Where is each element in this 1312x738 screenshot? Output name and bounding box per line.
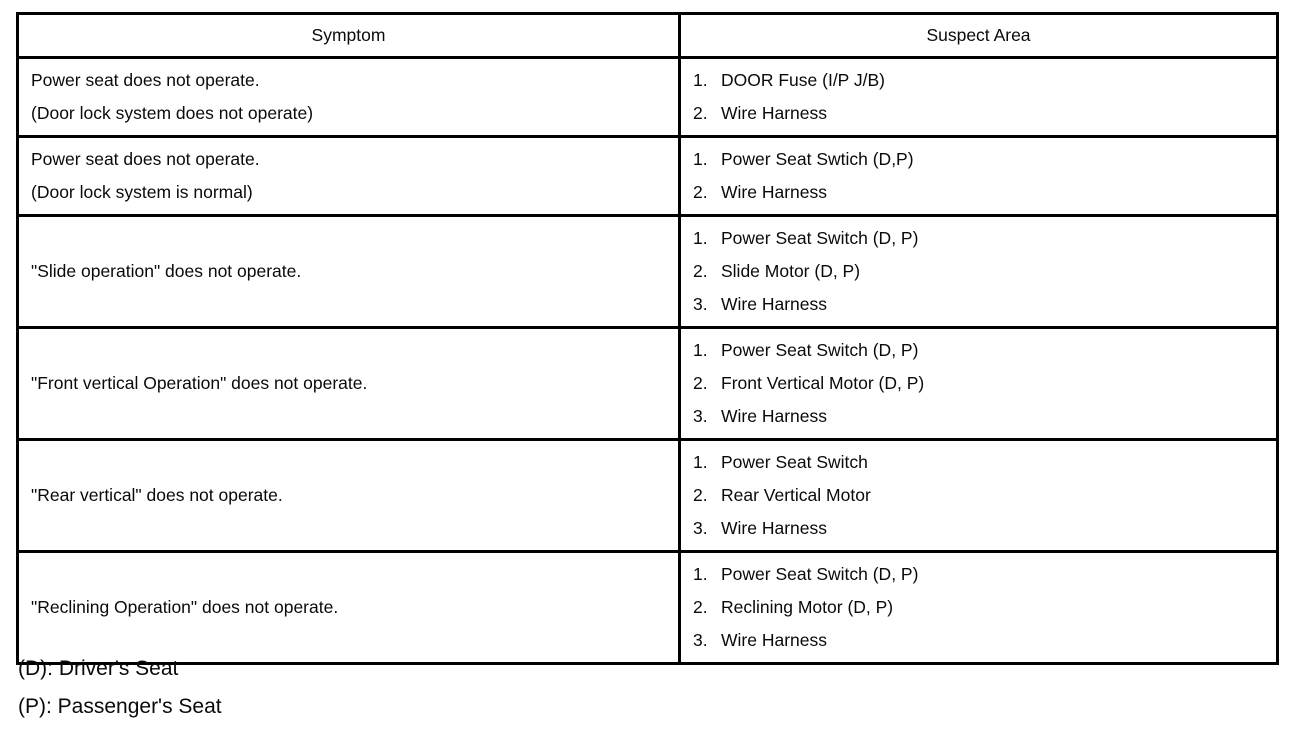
footnote-passenger-seat: (P): Passenger's Seat: [18, 695, 222, 718]
suspect-item-text: Wire Harness: [721, 182, 827, 202]
table-row: "Rear vertical" does not operate. 1. Power…: [16, 438, 1279, 553]
suspect-item-number: 2.: [693, 182, 708, 202]
suspect-item-text: Wire Harness: [721, 630, 827, 650]
suspect-item-number: 2.: [693, 373, 708, 393]
suspect-item-number: 2.: [693, 261, 708, 281]
footnotes: (D): Driver's Seat (P): Passenger's Seat: [18, 650, 222, 726]
suspect-area-item: 1. Power Seat Switch: [693, 446, 1266, 479]
suspect-area-item: 2. Reclining Motor (D, P): [693, 591, 1266, 624]
table-row: Power seat does not operate. (Door lock s…: [16, 56, 1279, 138]
suspect-area-item: 2. Wire Harness: [693, 97, 1266, 130]
suspect-item-text: Power Seat Switch (D, P): [721, 564, 919, 584]
symptom-line: "Front vertical Operation" does not oper…: [31, 373, 368, 393]
symptom-cell: "Slide operation" does not operate.: [16, 214, 681, 329]
symptom-line: "Slide operation" does not operate.: [31, 261, 302, 281]
symptom-line: Power seat does not operate.: [31, 70, 260, 90]
table-header: Symptom Suspect Area: [16, 12, 1279, 59]
suspect-area-cell: 1. Power Seat Switch (D, P) 2. Front Vertic…: [678, 326, 1279, 441]
suspect-item-number: 3.: [693, 294, 708, 314]
suspect-area-item: 3. Wire Harness: [693, 288, 1266, 321]
symptom-line: Power seat does not operate.: [31, 149, 260, 169]
suspect-item-text: Reclining Motor (D, P): [721, 597, 894, 617]
suspect-item-text: Wire Harness: [721, 103, 827, 123]
suspect-item-number: 2.: [693, 103, 708, 123]
suspect-area-item: 2. Front Vertical Motor (D, P): [693, 367, 1266, 400]
suspect-area-cell: 1. Power Seat Switch (D, P) 2. Reclining Mo…: [678, 550, 1279, 665]
suspect-item-text: Power Seat Switch (D, P): [721, 340, 919, 360]
symptom-line: (Door lock system does not operate): [31, 103, 314, 123]
suspect-item-number: 1.: [693, 149, 708, 169]
suspect-item-number: 2.: [693, 485, 708, 505]
suspect-area-item: 2. Slide Motor (D, P): [693, 255, 1266, 288]
troubleshooting-table: Symptom Suspect Area Power seat does not…: [16, 12, 1279, 665]
table-row: "Reclining Operation" does not operate. 1…: [16, 550, 1279, 665]
symptom-line: (Door lock system is normal): [31, 182, 253, 202]
suspect-item-text: Wire Harness: [721, 406, 827, 426]
header-row: Symptom Suspect Area: [16, 12, 1279, 59]
suspect-area-item: 1. Power Seat Switch (D, P): [693, 558, 1266, 591]
suspect-area-item: 1. Power Seat Switch (D, P): [693, 222, 1266, 255]
suspect-area-item: 3. Wire Harness: [693, 512, 1266, 545]
suspect-item-number: 2.: [693, 597, 708, 617]
suspect-item-text: Wire Harness: [721, 294, 827, 314]
table-row: "Front vertical Operation" does not oper…: [16, 326, 1279, 441]
suspect-item-number: 1.: [693, 228, 708, 248]
suspect-item-number: 3.: [693, 518, 708, 538]
suspect-area-item: 1. DOOR Fuse (I/P J/B): [693, 64, 1266, 97]
symptom-cell: "Rear vertical" does not operate.: [16, 438, 681, 553]
table-row: "Slide operation" does not operate. 1. Pow…: [16, 214, 1279, 329]
suspect-item-number: 1.: [693, 340, 708, 360]
symptom-cell: "Reclining Operation" does not operate.: [16, 550, 681, 665]
footnote-driver-seat: (D): Driver's Seat: [18, 657, 179, 680]
suspect-item-text: Power Seat Swtich (D,P): [721, 149, 914, 169]
suspect-item-text: Power Seat Switch (D, P): [721, 228, 919, 248]
symptom-line: "Rear vertical" does not operate.: [31, 485, 283, 505]
suspect-area-item: 2. Rear Vertical Motor: [693, 479, 1266, 512]
table-body: Power seat does not operate. (Door lock s…: [16, 56, 1279, 665]
suspect-area-item: 1. Power Seat Swtich (D,P): [693, 143, 1266, 176]
symptom-cell: Power seat does not operate. (Door lock s…: [16, 56, 681, 138]
table-row: Power seat does not operate. (Door lock s…: [16, 135, 1279, 217]
suspect-item-text: Wire Harness: [721, 518, 827, 538]
suspect-item-text: DOOR Fuse (I/P J/B): [721, 70, 886, 90]
suspect-area-header: Suspect Area: [678, 12, 1279, 59]
suspect-area-cell: 1. Power Seat Swtich (D,P) 2. Wire Harness: [678, 135, 1279, 217]
suspect-item-number: 3.: [693, 406, 708, 426]
suspect-area-item: 3. Wire Harness: [693, 624, 1266, 657]
suspect-area-cell: 1. DOOR Fuse (I/P J/B) 2. Wire Harness: [678, 56, 1279, 138]
suspect-area-item: 1. Power Seat Switch (D, P): [693, 334, 1266, 367]
suspect-item-number: 1.: [693, 70, 708, 90]
suspect-item-number: 1.: [693, 452, 708, 472]
suspect-item-number: 1.: [693, 564, 708, 584]
suspect-item-number: 3.: [693, 630, 708, 650]
symptom-line: "Reclining Operation" does not operate.: [31, 597, 339, 617]
suspect-item-text: Power Seat Switch: [721, 452, 868, 472]
symptom-header: Symptom: [16, 12, 681, 59]
suspect-area-item: 3. Wire Harness: [693, 400, 1266, 433]
symptom-cell: Power seat does not operate. (Door lock s…: [16, 135, 681, 217]
suspect-area-cell: 1. Power Seat Switch 2. Rear Vertical Motor…: [678, 438, 1279, 553]
suspect-item-text: Rear Vertical Motor: [721, 485, 871, 505]
suspect-area-cell: 1. Power Seat Switch (D, P) 2. Slide Motor …: [678, 214, 1279, 329]
symptom-cell: "Front vertical Operation" does not oper…: [16, 326, 681, 441]
suspect-item-text: Front Vertical Motor (D, P): [721, 373, 925, 393]
suspect-item-text: Slide Motor (D, P): [721, 261, 861, 281]
suspect-area-item: 2. Wire Harness: [693, 176, 1266, 209]
